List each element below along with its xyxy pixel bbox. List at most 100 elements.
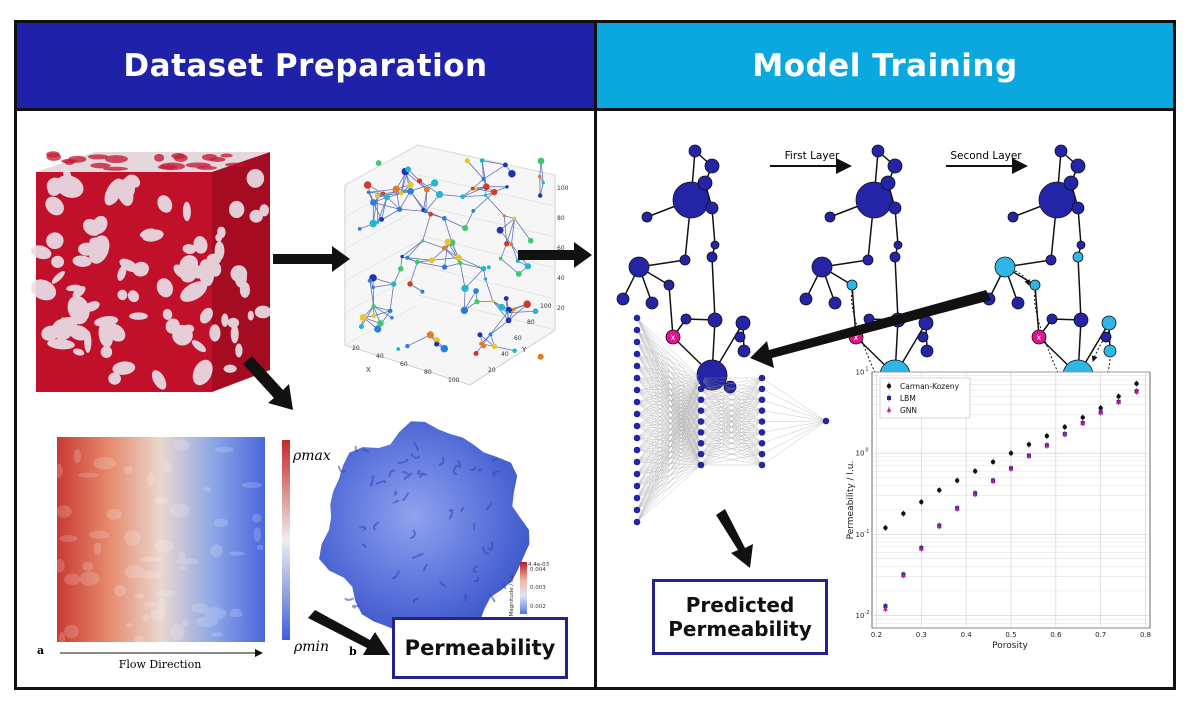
cube-pore [228,200,245,219]
network-node [397,265,404,272]
graph3d-z-tick: 100 [557,185,569,192]
network-node [363,181,372,189]
network-node [426,331,434,339]
chart-y-tick-exponent: 1 [865,367,868,373]
network-node [441,264,448,270]
velocity-texture-stroke [438,456,445,466]
nn-edge [636,432,702,463]
chart-point-triangle [1062,431,1068,437]
rho-max-label: ρmax [292,448,331,464]
cube-pore [104,178,124,206]
network-node [440,344,449,353]
field-to-permeability-arrow [308,610,390,655]
chart-point-triangle [1116,399,1122,404]
density-texture-spot [133,635,144,645]
chart-x-tick: 0.5 [1005,631,1016,639]
network-node [491,188,498,196]
cube-pore [185,291,195,302]
density-texture-spot [196,616,218,627]
nn-edge [636,443,702,487]
cube-top-solid [220,153,233,158]
density-texture-spot [142,614,149,622]
nn-edge [636,410,702,439]
chart-y-tick-exponent: -2 [865,610,870,616]
nn-edge [636,443,702,499]
nn-edge [700,388,763,466]
nn-edge [636,449,702,466]
magnitude-tick: 0.004 [530,567,546,573]
nn-node [697,385,705,393]
chart-point-circle [901,511,906,516]
gnn-node-n0 [855,181,893,219]
network-edge [401,256,418,263]
cube-pore [162,308,173,320]
gnn-node-n10 [680,313,692,325]
velocity-texture-stroke [354,445,359,452]
cube-pore [172,324,193,346]
network-edge [462,194,486,198]
network-edge [399,190,411,210]
density-texture-spot [56,505,72,518]
nn-edge [636,377,702,511]
network-node [374,325,382,333]
magnitude-tick: 0.002 [530,604,546,610]
gnn-node-n15 [735,315,751,331]
layer-arrows: First Layer Second Layer [770,150,1028,174]
nn-node [758,418,766,425]
cube-top-solid [102,166,129,171]
density-texture-spot [142,602,163,607]
network-node [369,219,377,228]
graph3d-y-tick: 80 [527,319,535,326]
network-edge [368,188,397,193]
nn-edge [636,432,702,499]
nn-edge [700,377,763,422]
network-node [515,259,520,263]
density-texture-spot [79,571,100,586]
cube-top-solid [90,162,111,169]
network-node [486,265,491,270]
nn-edge [700,410,763,466]
velocity-texture-stroke [361,543,367,549]
network-node [444,238,452,246]
network-edge [511,244,519,262]
nn-edge [636,388,702,403]
network-edge [369,280,375,307]
network-edge [444,262,461,268]
network-edge [373,283,394,288]
flow-direction-label: Flow Direction [119,658,202,671]
chart-point-circle [972,468,978,474]
density-texture-spot [176,558,199,565]
nn-edge [700,399,763,466]
nn-edge [636,425,702,466]
network-edge [443,218,453,243]
density-texture-spot [73,449,81,464]
network-edge [368,191,384,194]
nn-edge [636,388,702,511]
network-edge [444,241,449,268]
cube-pore [51,318,74,341]
density-texture-spot [157,598,167,614]
network-node [407,181,414,188]
density-texture-spot [150,609,166,621]
cube-pore [139,228,155,238]
network-node [407,281,413,287]
cube-pore [108,372,121,385]
chart-x-tick: 0.4 [961,631,973,639]
network-node [502,214,506,218]
nn-node [633,350,641,358]
chart-point-circle [883,525,888,531]
network-edge [425,189,428,212]
gnn-node-n0 [672,181,710,219]
velocity-texture-stroke [337,465,347,473]
chart-point-circle [1008,450,1014,456]
chart-point-circle [1116,394,1121,399]
network-node [509,242,514,247]
nn-node [697,374,705,382]
message-arrow [1014,270,1030,286]
cube-pore [51,255,65,268]
nn-node [697,439,705,447]
network-node [387,308,393,314]
network-node [434,341,440,347]
density-texture-spot [154,497,169,504]
velocity-texture-stroke [456,460,462,469]
